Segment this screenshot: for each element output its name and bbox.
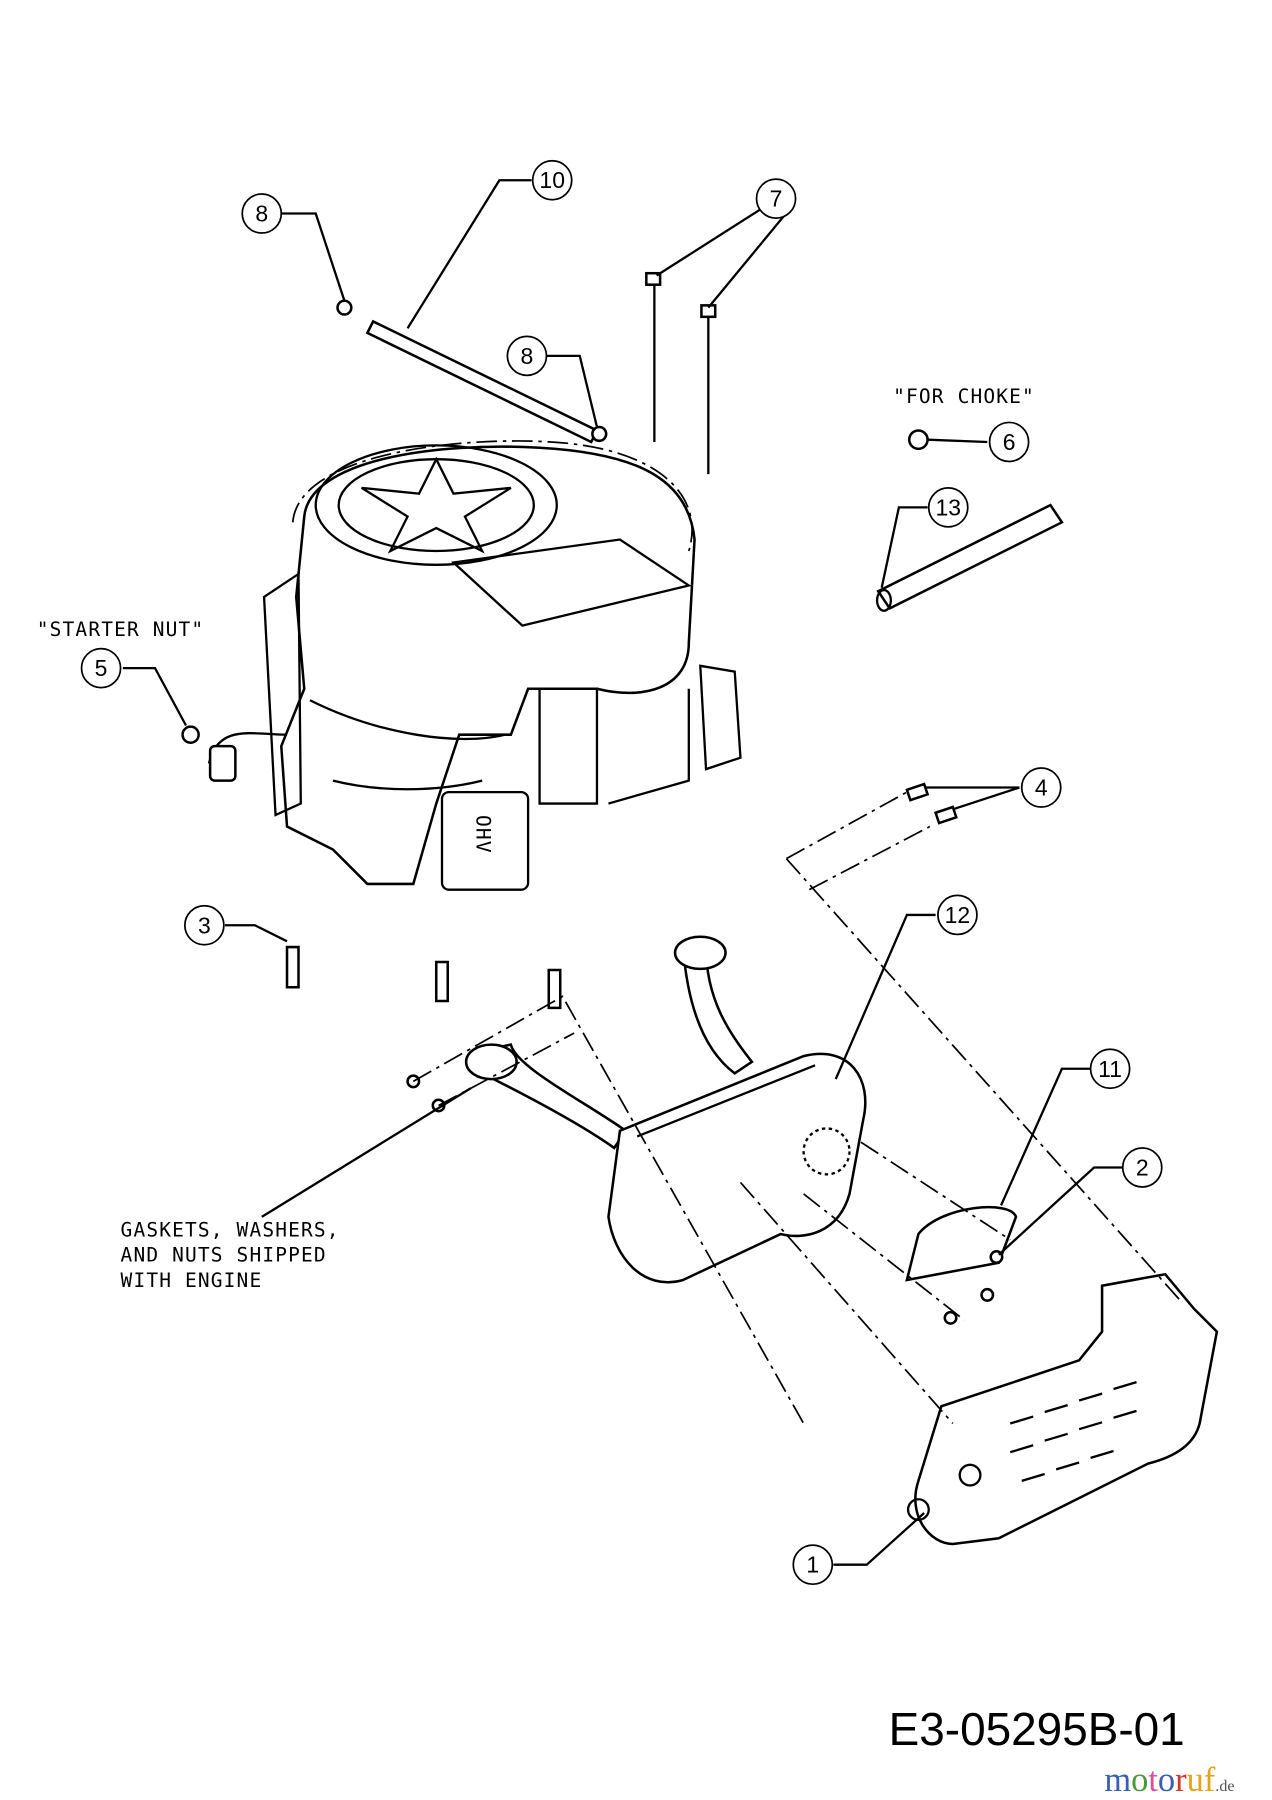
callout-12[interactable]: 12: [937, 894, 978, 936]
note-for-choke: "FOR CHOKE": [893, 385, 1035, 408]
svg-text:8: 8: [255, 201, 268, 227]
svg-text:13: 13: [935, 494, 961, 520]
studs-4: [905, 782, 958, 825]
bolts-3: [285, 945, 562, 1010]
note-starter-nut: "STARTER NUT": [37, 618, 205, 641]
svg-text:11: 11: [1098, 1056, 1122, 1082]
fuel-line-13: [875, 503, 1064, 612]
svg-text:motoruf.de: motoruf.de: [1104, 1761, 1234, 1799]
note-gaskets-line1: GASKETS, WASHERS,: [121, 1218, 340, 1241]
nut-6: [907, 429, 929, 451]
muffler: [464, 935, 867, 1284]
svg-text:10: 10: [539, 167, 565, 193]
svg-text:4: 4: [1035, 775, 1048, 801]
callout-11[interactable]: 11: [1089, 1048, 1131, 1090]
note-gaskets-line3: WITH ENGINE: [121, 1269, 263, 1292]
svg-text:5: 5: [95, 655, 108, 681]
callout-6[interactable]: 6: [988, 421, 1030, 463]
engine: OHV: [207, 440, 742, 891]
callout-13[interactable]: 13: [927, 487, 969, 528]
spark-arrester-11: [905, 1206, 1018, 1282]
callout-8b[interactable]: 8: [506, 335, 548, 377]
callout-1[interactable]: 1: [792, 1544, 834, 1586]
alignment-lines: [412, 791, 1184, 1425]
callout-5[interactable]: 5: [80, 647, 122, 689]
callout-3[interactable]: 3: [183, 904, 225, 946]
callout-4[interactable]: 4: [1020, 767, 1062, 808]
cable-ties-7: [645, 271, 717, 475]
note-gaskets-line2: AND NUTS SHIPPED: [121, 1244, 327, 1267]
svg-text:7: 7: [770, 186, 783, 212]
heat-shield-1: [906, 1272, 1219, 1546]
svg-text:2: 2: [1136, 1154, 1149, 1180]
callout-10[interactable]: 10: [531, 159, 573, 201]
diagram-code: E3-05295B-01: [889, 1703, 1185, 1755]
callout-2[interactable]: 2: [1121, 1147, 1163, 1188]
svg-text:12: 12: [945, 902, 971, 928]
svg-text:3: 3: [198, 912, 211, 938]
nut-5: [181, 725, 200, 744]
fuel-line-10: [365, 319, 599, 444]
leader-lines: [122, 179, 1123, 1566]
callout-7[interactable]: 7: [755, 178, 797, 219]
motoruf-logo: motoruf.de: [1104, 1761, 1234, 1799]
svg-text:6: 6: [1003, 429, 1016, 455]
svg-text:8: 8: [521, 343, 534, 369]
svg-text:1: 1: [806, 1552, 819, 1578]
engine-label: OHV: [471, 815, 494, 854]
callout-8a[interactable]: 8: [241, 193, 283, 234]
